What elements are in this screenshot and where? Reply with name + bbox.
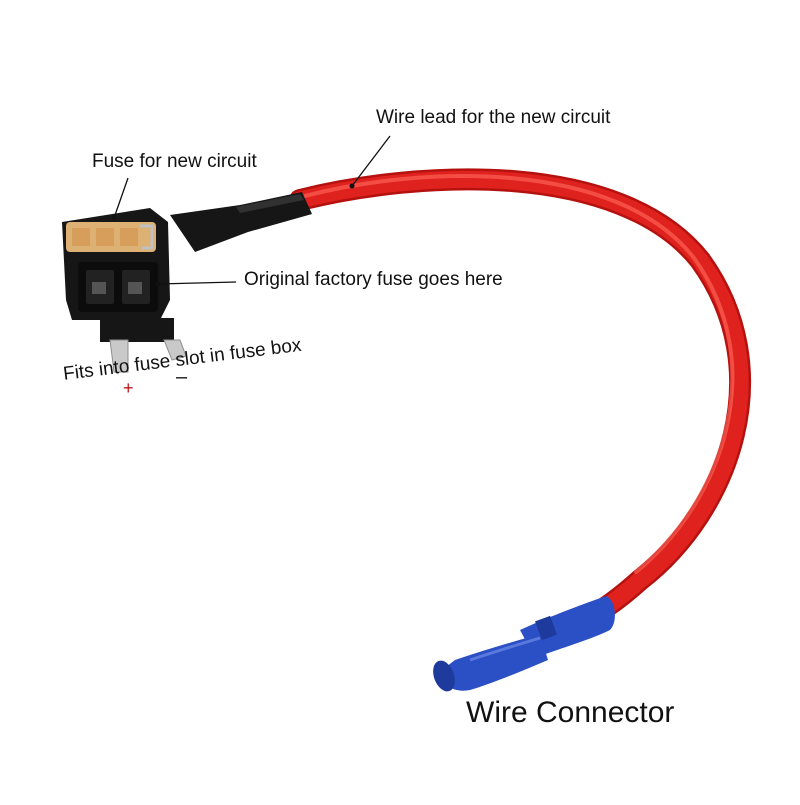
leader-lines: [111, 135, 391, 287]
plus-sign: +: [123, 378, 134, 398]
fuse-new-circuit-label: Fuse for new circuit: [92, 151, 257, 172]
blue-connector: [433, 596, 615, 692]
heat-shrink-sleeve: [170, 192, 312, 252]
original-fuse-label: Original factory fuse goes here: [244, 269, 503, 290]
minus-sign: –: [176, 366, 188, 388]
mini-fuse: [66, 222, 156, 252]
wire-connector-label: Wire Connector: [466, 696, 675, 729]
blade-terminals: [109, 339, 187, 373]
red-wire: [289, 168, 752, 631]
wire-lead-label: Wire lead for the new circuit: [376, 107, 611, 128]
